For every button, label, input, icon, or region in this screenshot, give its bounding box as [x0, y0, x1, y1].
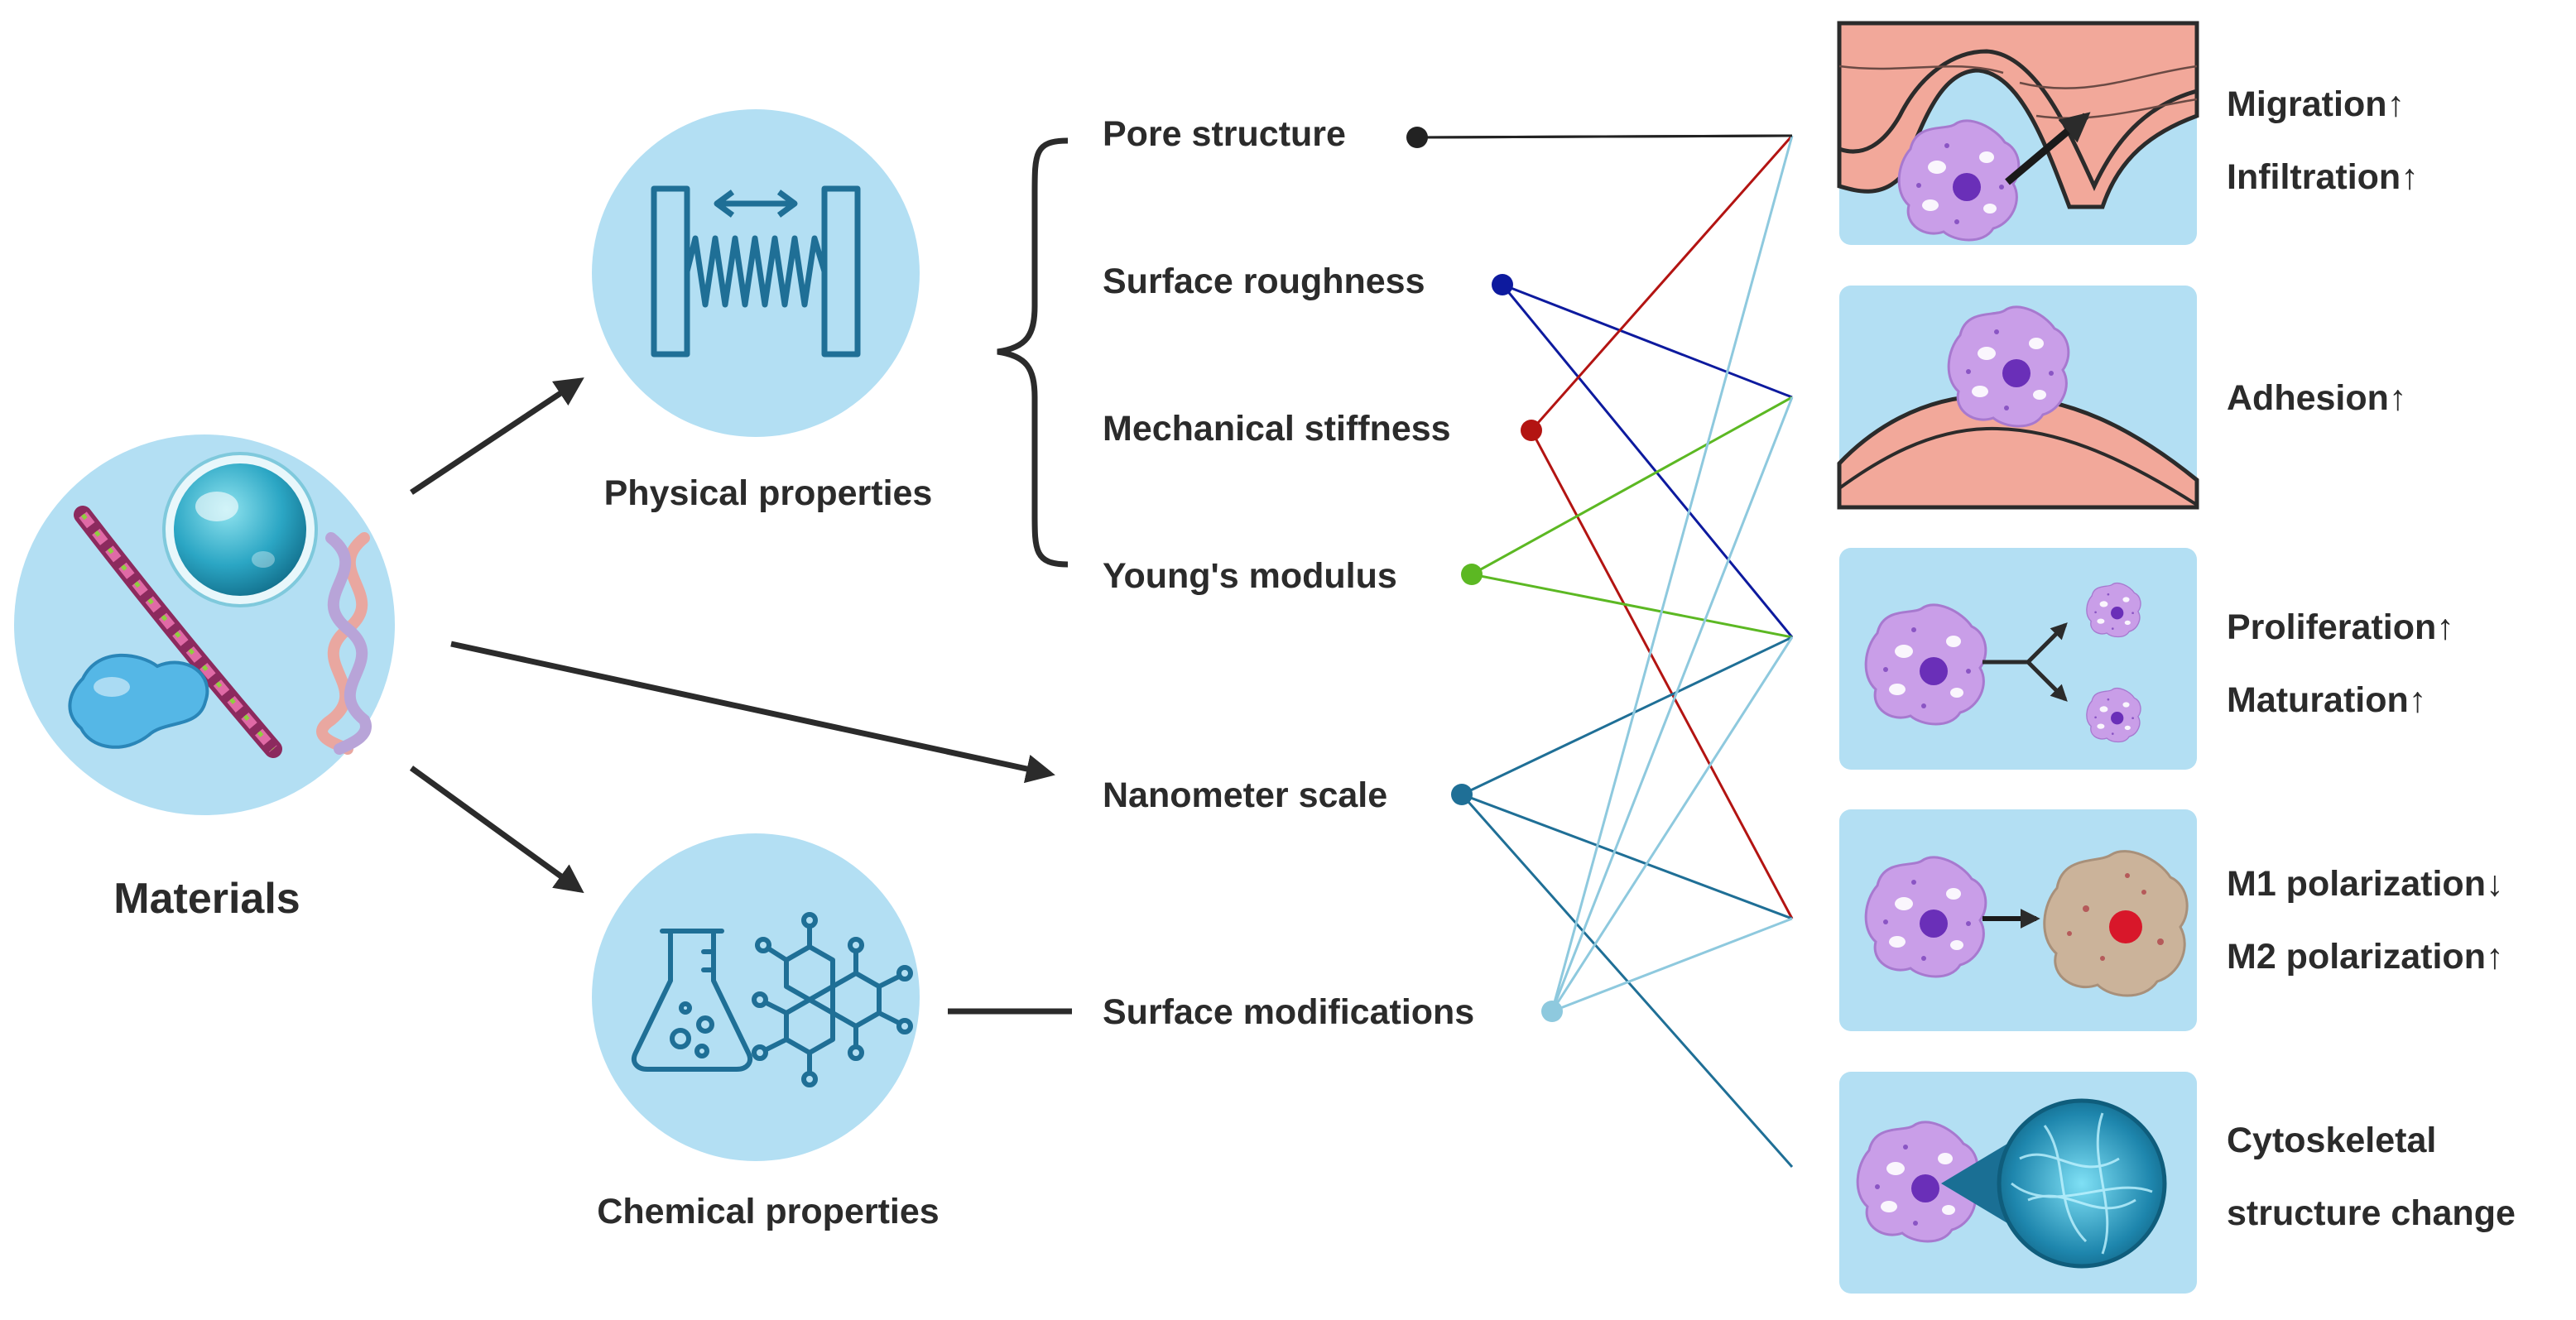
daughter-cell-icon	[2086, 582, 2141, 638]
outcome-migration: Migration↑	[2227, 84, 2405, 124]
property-list: Pore structure Surface roughness Mechani…	[1103, 114, 1474, 1032]
connection-line-9	[1460, 794, 1794, 1168]
property-dot-1	[1492, 274, 1513, 295]
panel-proliferation	[1839, 548, 2197, 770]
physical-label: Physical properties	[604, 473, 933, 513]
connection-line-7	[1461, 636, 1793, 796]
property-dot-2	[1521, 420, 1542, 441]
physical-brace	[997, 137, 1069, 568]
outcome-m1: M1 polarization↓	[2227, 864, 2503, 904]
connection-line-2	[1501, 284, 1794, 638]
outcome-list: Migration↑ Infiltration↑ Adhesion↑ Proli…	[2227, 84, 2516, 1233]
liquid-blob-icon	[68, 653, 209, 749]
materials-node: Materials	[14, 434, 395, 923]
m2-cell-icon	[2043, 850, 2189, 997]
connection-line-4	[1530, 430, 1794, 919]
connection-line-5	[1471, 396, 1793, 576]
m1-cell-icon	[1864, 856, 1987, 978]
panel-migration	[1837, 21, 2199, 245]
cell-icon	[1897, 119, 2021, 242]
panel-cytoskeletal	[1839, 1072, 2197, 1294]
connection-line-10	[1550, 135, 1794, 1012]
arrow-to-nanometer	[450, 641, 1055, 784]
physical-circle	[592, 109, 920, 437]
cell-icon	[1947, 305, 2070, 428]
panel-polarization	[1839, 809, 2197, 1031]
connection-line-8	[1461, 793, 1793, 920]
connection-line-13	[1551, 917, 1793, 1013]
fiber-strand-icon	[74, 506, 282, 758]
property-dot-4	[1451, 784, 1473, 805]
connection-line-11	[1550, 396, 1794, 1012]
spring-stretch-icon	[651, 185, 861, 358]
connection-line-1	[1502, 283, 1793, 399]
connection-line-6	[1471, 573, 1793, 639]
outcome-proliferation: Proliferation↑	[2227, 607, 2454, 647]
outcome-m2: M2 polarization↑	[2227, 937, 2503, 977]
protein-helix-icon	[316, 532, 372, 755]
property-dot-5	[1541, 1001, 1563, 1022]
connection-lines	[1416, 134, 1794, 1168]
physical-node: Physical properties	[592, 109, 932, 513]
arrow-to-chemical	[409, 766, 584, 894]
property-dot-3	[1461, 564, 1483, 585]
outcome-infiltration: Infiltration↑	[2227, 157, 2419, 197]
property-dot-0	[1406, 127, 1428, 148]
connection-line-3	[1530, 135, 1794, 431]
flask-molecule-icon	[631, 912, 913, 1087]
materials-label: Materials	[113, 875, 300, 923]
outcome-structure-change: structure change	[2227, 1193, 2516, 1233]
pore-connector-line	[1416, 134, 1793, 139]
property-label-modifications: Surface modifications	[1103, 992, 1474, 1032]
property-dots	[1406, 127, 1563, 1022]
outcome-maturation: Maturation↑	[2227, 680, 2426, 720]
outcome-cytoskeletal: Cytoskeletal	[2227, 1121, 2436, 1160]
property-label-stiffness: Mechanical stiffness	[1103, 409, 1451, 449]
hydrogel-bubble-icon	[162, 452, 318, 607]
chemical-node: Chemical properties	[592, 833, 940, 1231]
arrow-to-physical	[410, 377, 584, 495]
migration-arrow	[2005, 112, 2091, 185]
property-label-pore: Pore structure	[1103, 114, 1346, 154]
property-label-roughness: Surface roughness	[1103, 262, 1425, 301]
daughter-cell-icon	[2086, 687, 2141, 743]
outcome-adhesion: Adhesion↑	[2227, 378, 2406, 418]
property-label-nanometer: Nanometer scale	[1103, 775, 1387, 815]
cytoskeleton-zoom-icon	[1997, 1098, 2167, 1269]
connection-line-12	[1550, 636, 1794, 1012]
chemical-label: Chemical properties	[597, 1192, 939, 1231]
property-label-modulus: Young's modulus	[1103, 556, 1397, 596]
cell-icon	[1864, 603, 1987, 726]
panel-adhesion	[1837, 286, 2199, 510]
